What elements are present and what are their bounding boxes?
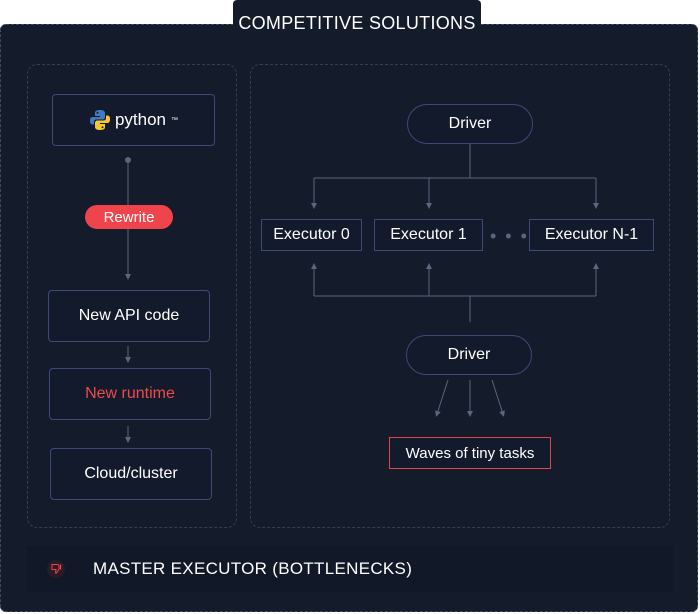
python-logo: python ™ [89,109,178,131]
python-trademark: ™ [171,116,179,124]
waves-node: Waves of tiny tasks [389,437,551,469]
new-api-code-node: New API code [48,290,210,342]
python-node: python ™ [52,94,215,146]
new-runtime-node: New runtime [49,368,211,420]
footer-bar: MASTER EXECUTOR (BOTTLENECKS) [27,546,673,592]
driver-bottom-node: Driver [406,335,532,375]
rewrite-badge: Rewrite [85,205,173,229]
driver-top-node: Driver [407,104,533,144]
python-label: python [114,110,167,129]
diagram-title: COMPETITIVE SOLUTIONS [233,0,481,46]
executor-1-node: Executor 1 [374,219,483,251]
footer-label: MASTER EXECUTOR (BOTTLENECKS) [93,559,413,578]
python-icon [89,110,110,130]
cloud-cluster-node: Cloud/cluster [50,448,212,500]
executor-n-1-node: Executor N-1 [529,219,654,251]
executor-ellipsis: • • • [490,226,529,246]
right-panel [250,64,670,528]
thumbs-down-icon [47,560,65,578]
left-panel [27,64,237,528]
executor-0-node: Executor 0 [261,219,362,251]
